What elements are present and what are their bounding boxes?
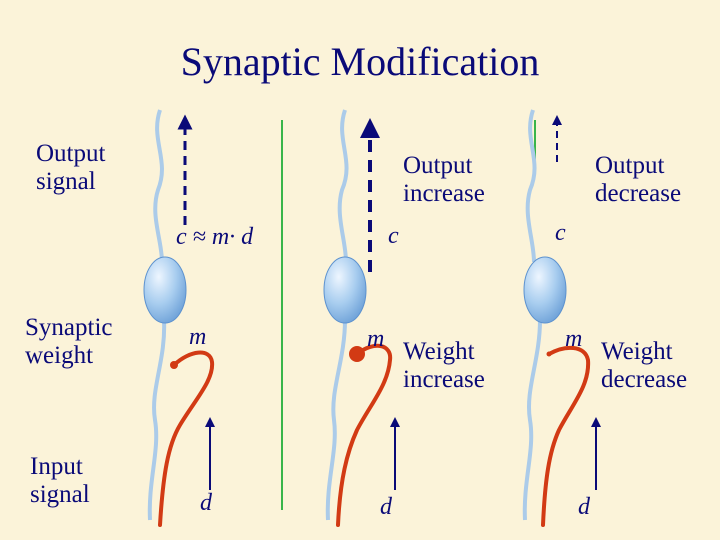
dendrite-3 xyxy=(522,319,542,521)
input-fiber-1 xyxy=(158,350,215,527)
neuron-panel-1 xyxy=(143,109,215,527)
page-title: Synaptic Modification xyxy=(180,39,540,84)
axon-2 xyxy=(337,109,349,263)
weight-m-2: m xyxy=(367,326,385,352)
weight-m-1: m xyxy=(189,324,207,350)
note-weight-decrease: Weight decrease xyxy=(601,338,688,393)
weight-m-3: m xyxy=(565,326,583,352)
output-c-2: c xyxy=(388,223,399,249)
output-c-3: c xyxy=(555,220,566,246)
input-d-1: d xyxy=(200,490,212,516)
label-output-signal: Output signal xyxy=(36,140,106,195)
formula-c-equals-m-d: c ≈ m· d xyxy=(176,224,254,250)
dendrite-2 xyxy=(325,319,347,521)
note-weight-increase: Weight increase xyxy=(403,338,485,393)
input-fiber-3 xyxy=(541,345,591,527)
synapse-2 xyxy=(349,346,365,362)
soma-3 xyxy=(523,256,567,324)
neuron-panel-2 xyxy=(323,109,400,527)
heading-output-increase: Output increase xyxy=(403,152,485,207)
heading-output-decrease: Output decrease xyxy=(595,152,682,207)
input-d-3: d xyxy=(578,494,590,520)
axon-1 xyxy=(153,109,164,263)
axon-3 xyxy=(525,109,537,263)
synapse-1 xyxy=(170,361,178,369)
synapse-3 xyxy=(546,351,552,357)
label-synaptic-weight: Synaptic weight xyxy=(25,314,113,369)
dendrite-1 xyxy=(147,319,167,521)
neuron-panel-3 xyxy=(522,109,601,527)
input-fiber-2 xyxy=(336,343,393,527)
input-d-2: d xyxy=(380,494,392,520)
label-input-signal: Input signal xyxy=(30,453,90,508)
soma-1 xyxy=(143,256,187,324)
soma-2 xyxy=(323,256,367,324)
